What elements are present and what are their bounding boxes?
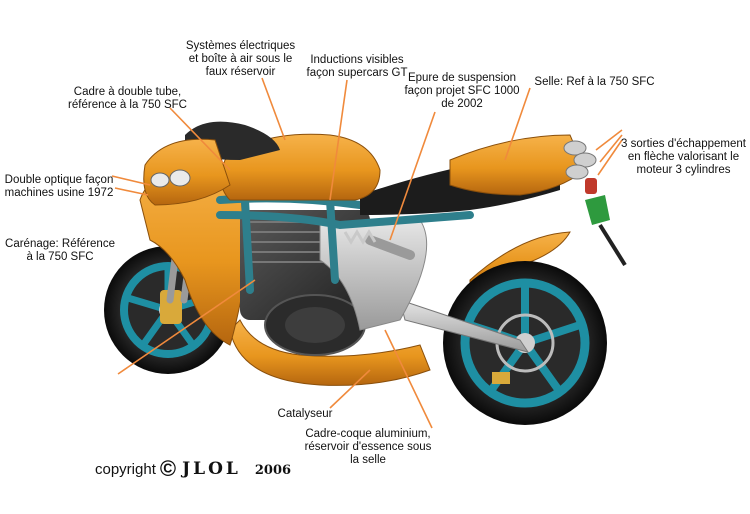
tail-light (585, 178, 597, 194)
label-line: et boîte à air sous le (188, 53, 293, 65)
label-line: Selle: Ref à la 750 SFC (534, 76, 655, 88)
label-line: Cadre-coque aluminium, (305, 428, 431, 440)
label-line: Inductions visibles (310, 54, 404, 66)
callout-lines (111, 77, 623, 429)
belly-pan (229, 319, 431, 386)
label-line: à la 750 SFC (26, 251, 94, 263)
label-exhaust: 3 sorties d'échappement en flèche valori… (617, 138, 750, 177)
label-catalyst: Catalyseur (260, 408, 350, 421)
label-line: réservoir d'essence sous (304, 441, 432, 453)
label-line: moteur 3 cylindres (636, 164, 731, 176)
label-electrical: Systèmes électriques et boîte à air sous… (178, 40, 303, 79)
label-inductions: Inductions visibles façon supercars GT (302, 54, 412, 80)
label-seat: Selle: Ref à la 750 SFC (532, 76, 657, 89)
label-suspension: Epure de suspension façon projet SFC 100… (397, 72, 527, 111)
license-plate (585, 195, 610, 225)
label-line: Carénage: Référence (5, 238, 115, 250)
label-frame: Cadre à double tube, référence à la 750 … (60, 86, 195, 112)
label-line: façon projet SFC 1000 (404, 85, 520, 97)
label-line: machines usine 1972 (4, 187, 114, 199)
label-line: Catalyseur (277, 408, 333, 420)
exhaust-pipes (563, 140, 597, 180)
label-line: 3 sorties d'échappement (621, 138, 746, 150)
label-line: la selle (350, 454, 386, 466)
copyright-author: JLOL (182, 459, 241, 479)
copyright-symbol: © (159, 456, 177, 481)
label-fairing: Carénage: Référence à la 750 SFC (0, 238, 120, 264)
rear-shock (343, 229, 415, 260)
label-line: de 2002 (441, 98, 483, 110)
label-line: façon supercars GT (306, 67, 408, 79)
label-line: en flèche valorisant le (627, 151, 740, 163)
label-headlight: Double optique façon machines usine 1972 (0, 174, 118, 200)
copyright-prefix: copyright (95, 461, 156, 478)
rear-wheel (443, 261, 607, 425)
tail-section (449, 134, 586, 196)
label-line: Cadre à double tube, (73, 86, 182, 98)
label-line: faux réservoir (205, 66, 276, 78)
label-line: Double optique façon (4, 174, 114, 186)
label-tank: Cadre-coque aluminium, réservoir d'essen… (298, 428, 438, 467)
label-line: Systèmes électriques (185, 40, 296, 52)
label-line: Epure de suspension (407, 72, 517, 84)
copyright-year: 2006 (254, 463, 292, 478)
twin-headlights (150, 169, 191, 188)
copyright-notice: copyright©JLOL 2006 (95, 456, 291, 482)
label-line: référence à la 750 SFC (68, 99, 187, 111)
